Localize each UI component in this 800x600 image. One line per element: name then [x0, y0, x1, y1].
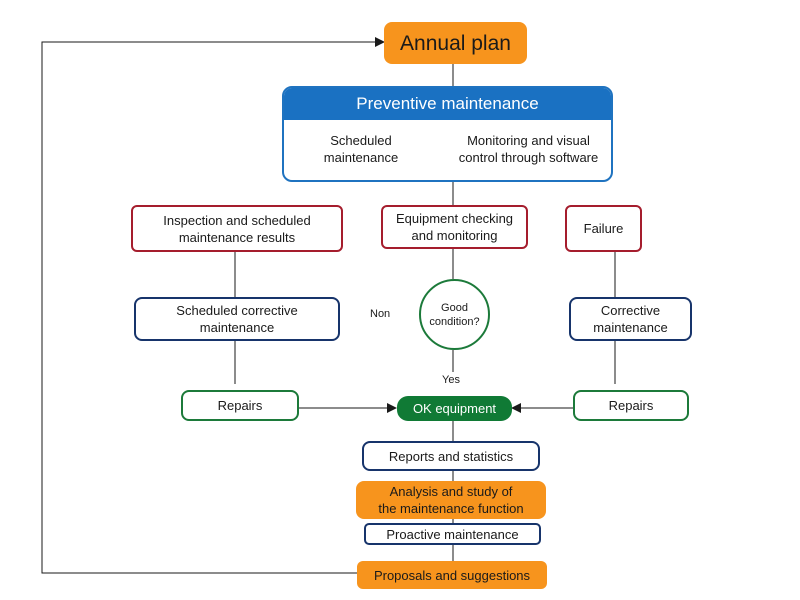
scheduled-corrective-box: Scheduled corrective maintenance	[134, 297, 340, 341]
corrective-maintenance-box: Corrective maintenance	[569, 297, 692, 341]
good-condition-label: Good condition?	[429, 301, 480, 328]
preventive-maintenance-title: Preventive maintenance	[284, 88, 611, 120]
analysis-study-box: Analysis and study of the maintenance fu…	[356, 481, 546, 519]
corrective-maintenance-label: Corrective maintenance	[593, 303, 668, 335]
inspection-results-label: Inspection and scheduled maintenance res…	[163, 212, 311, 245]
equipment-checking-label: Equipment checking and monitoring	[395, 211, 514, 243]
preventive-maintenance-box: Preventive maintenance Scheduled mainten…	[282, 86, 613, 182]
proactive-maintenance-label: Proactive maintenance	[386, 526, 519, 542]
inspection-results-box: Inspection and scheduled maintenance res…	[131, 205, 343, 252]
failure-label: Failure	[583, 221, 624, 236]
reports-statistics-box: Reports and statistics	[362, 441, 540, 471]
non-branch-label: Non	[370, 308, 391, 320]
proactive-maintenance-box: Proactive maintenance	[364, 523, 541, 545]
ok-equipment-box: OK equipment	[397, 396, 512, 421]
annual-plan-box: Annual plan	[384, 22, 527, 64]
scheduled-corrective-label: Scheduled corrective maintenance	[176, 303, 298, 335]
proposals-suggestions-label: Proposals and suggestions	[373, 567, 531, 583]
analysis-study-label: Analysis and study of the maintenance fu…	[378, 484, 524, 516]
repairs-right-box: Repairs	[573, 390, 689, 421]
ok-equipment-label: OK equipment	[412, 401, 497, 416]
monitoring-visual-control-label: Monitoring and visual control through so…	[458, 133, 599, 165]
failure-box: Failure	[565, 205, 642, 252]
proposals-suggestions-box: Proposals and suggestions	[357, 561, 547, 589]
repairs-left-label: Repairs	[217, 398, 263, 413]
repairs-left-box: Repairs	[181, 390, 299, 421]
reports-statistics-label: Reports and statistics	[388, 448, 514, 464]
equipment-checking-box: Equipment checking and monitoring	[381, 205, 528, 249]
good-condition-decision: Good condition?	[419, 279, 490, 350]
annual-plan-label: Annual plan	[400, 31, 511, 55]
yes-branch-label: Yes	[442, 374, 460, 386]
feedback-loop-arrow	[41, 37, 385, 574]
scheduled-maintenance-label: Scheduled maintenance	[323, 133, 399, 165]
repairs-right-label: Repairs	[608, 398, 654, 413]
